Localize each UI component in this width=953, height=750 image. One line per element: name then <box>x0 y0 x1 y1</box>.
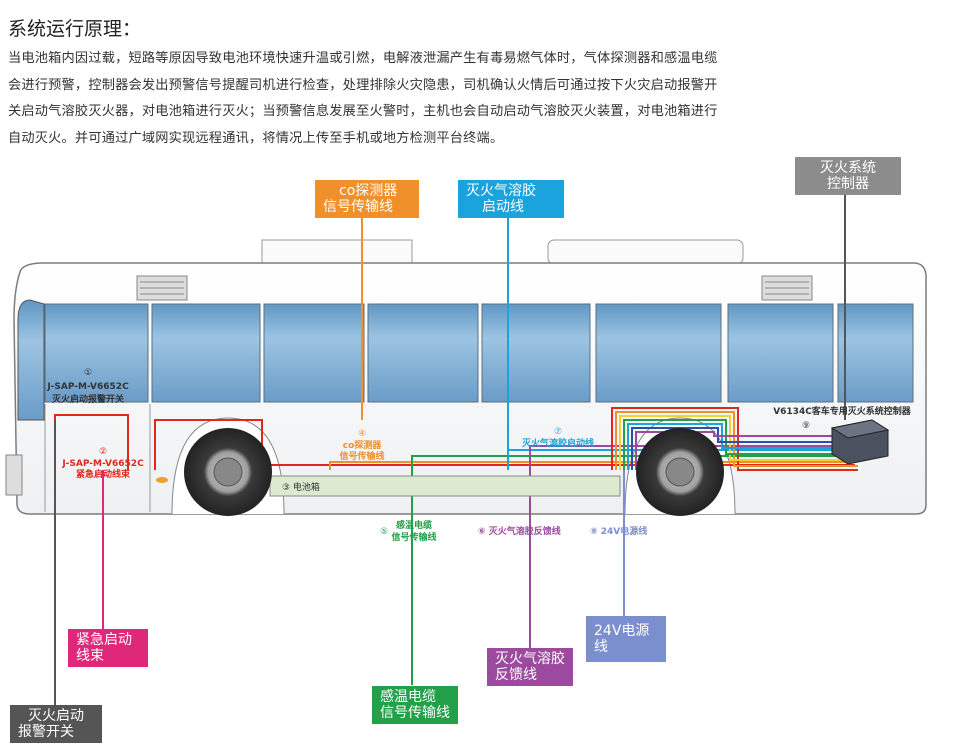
label-n1: ① <box>84 368 92 378</box>
leader-lines <box>54 192 846 706</box>
battery-box <box>269 475 621 497</box>
label-n4-text1: co探测器 <box>343 439 383 451</box>
callout-emergency-harness: 紧急启动 线束 <box>68 629 148 667</box>
paragraph-line: 会进行预警，控制器会发出预警信号提醒司机进行检查，处理排除火灾隐患，司机确认火情… <box>8 77 718 93</box>
paragraph-line: 自动灭火。并可通过广域网实现远程通讯，将情况上传至手机或地方检测平台终端。 <box>8 130 504 146</box>
page-title: 系统运行原理： <box>8 18 142 40</box>
callout-temp-cable: 感温电缆 信号传输线 <box>372 686 458 724</box>
label-n9-text: V6134C客车专用灭火系统控制器 <box>773 405 912 417</box>
label-n2-text: 紧急启动线束 <box>76 468 131 480</box>
label-n8: ⑧ 24V电源线 <box>590 525 647 537</box>
controller-unit <box>830 419 890 465</box>
label-n7-text: 灭火气溶胶启动线 <box>521 437 594 449</box>
label-n6: ⑥ 灭火气溶胶反馈线 <box>478 525 561 537</box>
paragraph-line: 当电池箱内因过载，短路等原因导致电池环境快速升温或引燃，电解液泄漏产生有毒易燃气… <box>8 51 718 66</box>
callout-controller: 灭火系统 控制器 <box>795 157 901 195</box>
label-n2-model: J-SAP-M-V6652C <box>61 459 144 469</box>
callout-alarm-switch: 灭火启动 报警开关 <box>10 705 102 743</box>
description-paragraph: 当电池箱内因过载，短路等原因导致电池环境快速升温或引燃，电解液泄漏产生有毒易燃气… <box>8 46 843 152</box>
label-n4: ④ <box>358 429 366 439</box>
wiring-harness <box>54 407 858 600</box>
label-n2: ② <box>99 447 107 457</box>
label-n4-text2: 信号传输线 <box>339 450 384 462</box>
paragraph-line: 关启动气溶胶灭火器，对电池箱进行灭火；当预警信息发展至火警时，主机也会自动启动气… <box>8 104 718 119</box>
roof-units <box>261 239 744 265</box>
label-n5-text1: 感温电缆 <box>396 519 432 531</box>
label-n5-text2: 信号传输线 <box>391 531 436 543</box>
label-n1-text: 灭火启动报警开关 <box>51 393 124 405</box>
label-n5: ⑤ <box>380 527 388 537</box>
label-n3: ③ 电池箱 <box>282 481 320 493</box>
callout-aerosol-feedback: 灭火气溶胶 反馈线 <box>487 648 573 686</box>
bus-windows <box>44 303 914 403</box>
front-wheel <box>184 428 272 516</box>
label-n7: ⑦ <box>554 427 562 437</box>
callout-co-detector: co探测器 信号传输线 <box>315 180 419 218</box>
label-n9: ⑨ <box>802 421 810 431</box>
roof-grilles <box>136 275 813 301</box>
rear-wheel <box>636 428 724 516</box>
callout-aerosol-start: 灭火气溶胶 启动线 <box>458 180 564 218</box>
callout-24v-power: 24V电源线 <box>586 616 666 662</box>
label-n1-model: J-SAP-M-V6652C <box>46 382 129 392</box>
front-windshield <box>17 299 45 421</box>
